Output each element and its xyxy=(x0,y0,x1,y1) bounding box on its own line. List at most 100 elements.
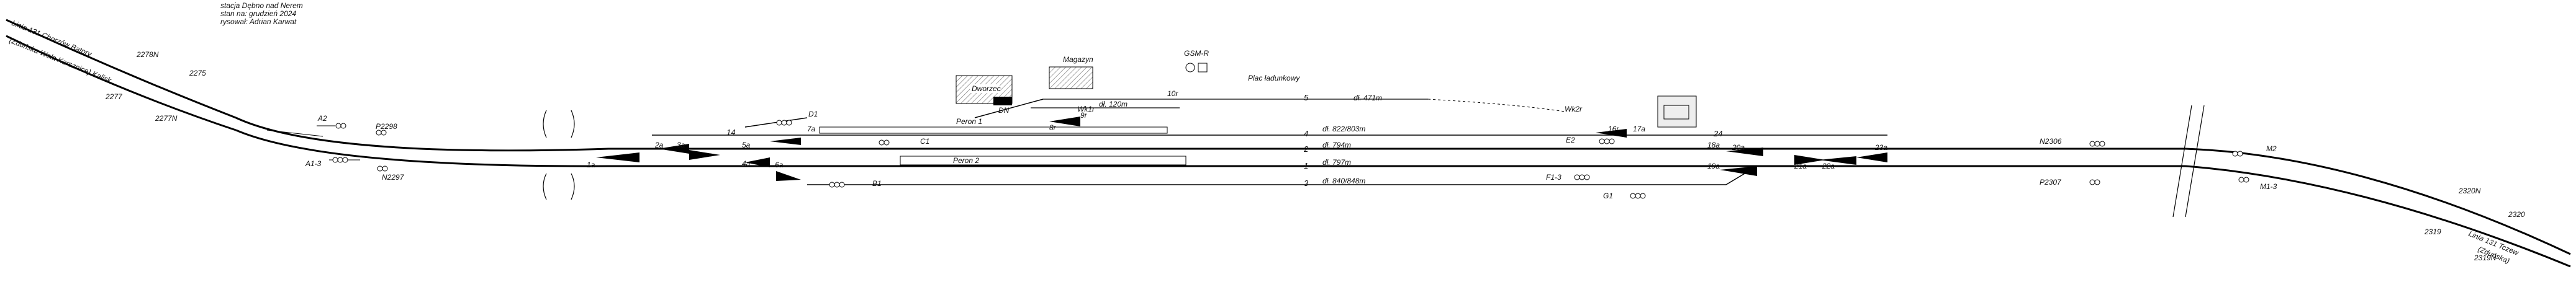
station-house-label: Dworzec xyxy=(972,84,1001,93)
km-2320N: 2320N xyxy=(2458,187,2481,195)
signal-m2-label: M2 xyxy=(2266,144,2277,153)
platform-2 xyxy=(900,156,1186,165)
west-boundary-2 xyxy=(543,173,575,200)
station-boundary-marks xyxy=(543,105,2205,218)
switch-20a xyxy=(1720,166,1757,176)
switch-label-9r: 9r xyxy=(1080,111,1088,120)
signal-n2306-label: N2306 xyxy=(2040,137,2062,146)
wk2-label: Wk2r xyxy=(1565,105,1583,113)
platform-1-label: Peron 1 xyxy=(956,117,982,126)
track-14-number: 14 xyxy=(726,128,735,137)
buildings: Dworzec DN Magazyn GSM-R Plac ładunkowy xyxy=(956,49,1697,128)
gsmr-label: GSM-R xyxy=(1184,49,1209,58)
track-5-length: dł. 471m xyxy=(1354,94,1382,102)
signal-g: G1 xyxy=(1603,192,1646,200)
west-track-lower xyxy=(6,35,237,131)
track-4-number: 4 xyxy=(1304,129,1308,138)
switch-5a xyxy=(770,138,801,145)
track-3-number: 3 xyxy=(1304,178,1309,188)
switch-label-17a: 17a xyxy=(1633,125,1645,133)
track-1 xyxy=(235,129,2185,167)
station-tracks xyxy=(235,99,2185,185)
signal-g-label: G1 xyxy=(1603,192,1613,200)
switch-label-18a: 18a xyxy=(1707,141,1720,149)
signal-f-label: F1-3 xyxy=(1546,173,1561,182)
km-2278N: 2278N xyxy=(136,50,159,59)
switch-19a xyxy=(1726,148,1763,156)
yard-building-inner xyxy=(1663,105,1689,120)
km-2277N: 2277N xyxy=(155,114,178,123)
signal-p2307-label: P2307 xyxy=(2040,178,2062,187)
switch-22a xyxy=(1819,156,1856,165)
station-title: stacja Dębno nad Nerem xyxy=(220,1,303,10)
signal-c: C1 xyxy=(879,137,929,146)
switch-3a xyxy=(689,150,720,160)
signal-c-label: C1 xyxy=(920,137,929,146)
track-2 xyxy=(235,117,2185,152)
signal-p2298-label: P2298 xyxy=(376,122,397,131)
wk1-label: Wk1r xyxy=(1077,105,1095,113)
km-2277: 2277 xyxy=(105,92,123,101)
track-2-length: dł. 794m xyxy=(1322,141,1351,149)
signal-b-label: B1 xyxy=(872,179,882,188)
switch-label-7a: 7a xyxy=(807,125,816,133)
signal-d: D1 xyxy=(776,110,818,126)
state-date: stan na: grudzień 2024 xyxy=(220,9,296,18)
switch-label-8r: 8r xyxy=(1049,123,1057,132)
switch-label-19a: 19a xyxy=(1707,162,1720,170)
track-1-number: 1 xyxy=(1304,161,1308,170)
track-5-ext xyxy=(1427,99,1565,112)
switch-markers xyxy=(596,117,1887,181)
west-boundary xyxy=(543,110,575,138)
track-24-number: 24 xyxy=(1713,129,1722,138)
signal-f: F1-3 xyxy=(1546,173,1590,182)
station-house-label-bg xyxy=(970,84,1000,93)
west-track-upper xyxy=(6,19,237,119)
signal-p2307: P2307 xyxy=(2040,178,2100,187)
block-markers: 2278N 2275 2277 2277N 2320N 2320 2319 23… xyxy=(105,50,2525,262)
warehouse-label: Magazyn xyxy=(1063,55,1093,64)
km-2320: 2320 xyxy=(2508,210,2525,219)
km-2319: 2319 xyxy=(2424,227,2441,236)
gsmr-icon xyxy=(1185,63,1195,73)
signal-n2297: N2297 xyxy=(377,165,405,182)
switch-4a xyxy=(745,157,770,167)
dn-box xyxy=(993,97,1012,105)
signal-a13-label: A1-3 xyxy=(305,159,322,168)
warehouse xyxy=(1049,66,1093,89)
signal-d-label: D1 xyxy=(808,110,818,118)
dn-label: DN xyxy=(998,106,1010,115)
signal-a2-label: A2 xyxy=(317,114,327,123)
switch-label-6a: 6a xyxy=(775,161,784,169)
signal-m13: M1-3 xyxy=(2238,177,2277,191)
switch-label-22a: 22a xyxy=(1822,162,1835,170)
header: stacja Dębno nad Nerem stan na: grudzień… xyxy=(220,1,303,26)
switch-label-5a: 5a xyxy=(742,141,751,149)
signal-n2297-label: N2297 xyxy=(382,173,405,182)
track-info: 5 dł. 471m 4 dł. 822/803m 2 dł. 794m 1 d… xyxy=(726,93,1722,188)
signal-e2: E2 xyxy=(1566,136,1615,144)
east-track-lower xyxy=(2185,165,2571,268)
km-2275: 2275 xyxy=(189,69,206,77)
switch-label-2a: 2a xyxy=(654,141,664,149)
signal-a2: A2 xyxy=(317,114,346,129)
switch-label-16r: 16r xyxy=(1608,125,1619,133)
platforms: Peron 1 Peron 2 xyxy=(819,117,1186,165)
track-3-length: dł. 840/848m xyxy=(1322,177,1365,185)
switch-label-10r: 10r xyxy=(1167,89,1178,98)
signal-b: B1 xyxy=(829,179,882,188)
conn-14 xyxy=(744,117,808,128)
gsmr-box xyxy=(1198,63,1208,73)
short-siding-length: dł. 120m xyxy=(1099,100,1128,108)
switch-label-3a: 3a xyxy=(677,141,685,149)
km-2319N: 2319N xyxy=(2474,253,2497,262)
switch-2a xyxy=(658,144,689,154)
loading-yard-label: Plac ładunkowy xyxy=(1248,74,1300,82)
switch-label-20a: 20a xyxy=(1732,143,1745,152)
platform-1 xyxy=(819,126,1168,134)
track-2-number: 2 xyxy=(1303,144,1309,154)
switch-label-21a: 21a xyxy=(1794,162,1807,170)
switch-21a xyxy=(1794,155,1825,165)
signals: A2 A1-3 P2298 N2297 D1 C1 xyxy=(305,110,2277,200)
